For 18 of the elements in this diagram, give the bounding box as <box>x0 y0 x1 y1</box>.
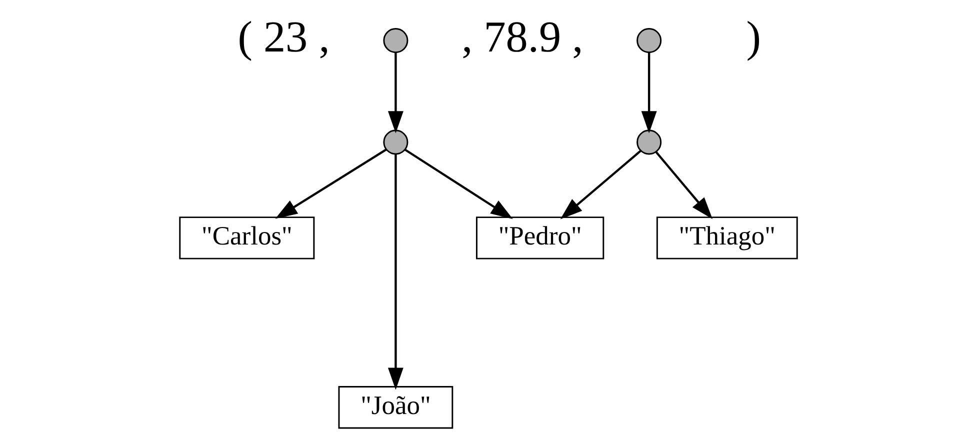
node-box: "Pedro" <box>476 216 604 260</box>
label: ( 23 , <box>238 12 330 62</box>
arrow <box>560 150 642 220</box>
arrow <box>404 148 513 219</box>
node-circle <box>636 130 662 155</box>
arrow <box>388 154 404 390</box>
label: ) <box>746 12 762 62</box>
label: , 78.9 , <box>462 12 584 62</box>
arrow <box>655 152 713 220</box>
node-box: "Carlos" <box>179 216 315 260</box>
node-box: "Thiago" <box>656 216 798 260</box>
arrow <box>388 52 404 134</box>
arrow <box>641 52 657 134</box>
node-circle <box>636 28 662 54</box>
node-circle <box>383 130 408 155</box>
arrow <box>275 148 387 219</box>
node-box: "João" <box>338 386 454 429</box>
node-circle <box>383 28 408 54</box>
